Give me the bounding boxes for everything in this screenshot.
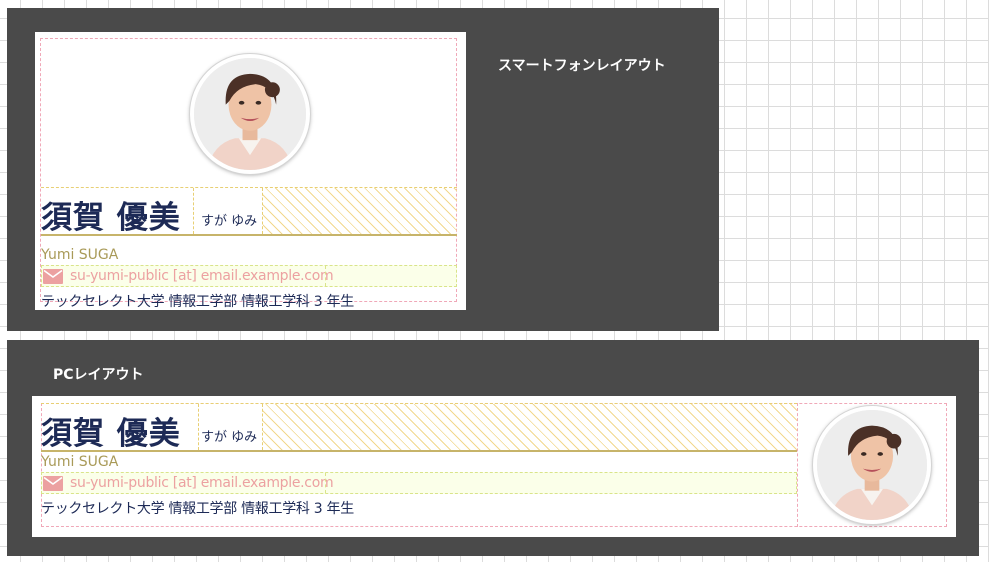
email-link[interactable]: su-yumi-public [at] email.example.com bbox=[70, 475, 334, 491]
divider bbox=[325, 473, 326, 493]
woman-portrait-icon bbox=[194, 58, 306, 170]
divider bbox=[797, 403, 798, 527]
profile-photo bbox=[813, 406, 931, 524]
name-romaji: Yumi SUGA bbox=[41, 454, 119, 470]
name-row: 須賀 優美 すが ゆみ bbox=[41, 187, 457, 236]
smartphone-layout-panel: スマートフォンレイアウト 須賀 優美 すが ゆみ Yu bbox=[7, 8, 719, 331]
affiliation-text: テックセレクト大学 情報工学部 情報工学科 3 年生 bbox=[41, 294, 354, 310]
divider bbox=[262, 188, 263, 234]
smartphone-layout-title: スマートフォンレイアウト bbox=[498, 58, 666, 74]
pc-profile-card: 須賀 優美 すが ゆみ Yumi SUGA su-yumi-public [at… bbox=[32, 396, 956, 537]
woman-portrait-icon bbox=[817, 410, 927, 520]
profile-photo bbox=[190, 54, 310, 174]
email-row[interactable]: su-yumi-public [at] email.example.com bbox=[41, 472, 797, 494]
smartphone-profile-card: 須賀 優美 すが ゆみ Yumi SUGA su-yumi-public [at… bbox=[35, 32, 466, 310]
mail-icon bbox=[43, 476, 63, 491]
name-kanji: 須賀 優美 bbox=[41, 200, 181, 236]
pc-layout-title: PCレイアウト bbox=[53, 367, 144, 383]
mail-icon bbox=[43, 269, 63, 284]
name-kana: すが ゆみ bbox=[201, 214, 258, 229]
name-kana: すが ゆみ bbox=[201, 430, 258, 445]
hatch-fill bbox=[263, 404, 797, 450]
affiliation-text: テックセレクト大学 情報工学部 情報工学科 3 年生 bbox=[41, 501, 354, 517]
divider bbox=[198, 404, 199, 450]
name-row: 須賀 優美 すが ゆみ bbox=[41, 403, 797, 452]
divider bbox=[262, 404, 263, 450]
divider bbox=[325, 266, 326, 286]
email-link[interactable]: su-yumi-public [at] email.example.com bbox=[70, 268, 334, 284]
pc-layout-panel: PCレイアウト 須賀 優美 すが ゆみ Yumi SUGA su-yumi-pu… bbox=[7, 340, 979, 556]
hatch-fill bbox=[263, 188, 457, 234]
name-romaji: Yumi SUGA bbox=[41, 247, 119, 263]
name-kanji: 須賀 優美 bbox=[41, 416, 181, 452]
email-row[interactable]: su-yumi-public [at] email.example.com bbox=[41, 265, 457, 287]
divider bbox=[193, 188, 194, 234]
